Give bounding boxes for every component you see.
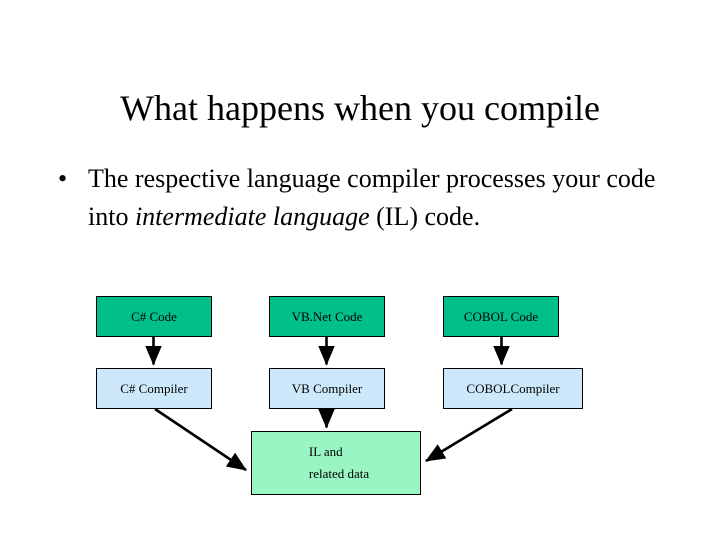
node-il-data-line1: IL and	[308, 444, 343, 459]
bullet-text-part1: The respective language compiler process…	[88, 164, 656, 231]
node-vb-compiler[interactable]: VB Compiler	[269, 368, 385, 409]
edge-csharp-compiler-to-il	[154, 407, 247, 472]
bullet-text-emphasis: intermediate language	[134, 202, 370, 231]
bullet-text-part2: (IL) code.	[369, 202, 481, 231]
node-cobol-compiler[interactable]: COBOLCompiler	[443, 368, 583, 409]
node-vbnet-code-label: VB.Net Code	[291, 309, 363, 324]
node-il-data-line2: related data	[308, 466, 370, 481]
page-title: What happens when you compile	[120, 88, 600, 129]
node-cobol-compiler-label: COBOLCompiler	[466, 381, 560, 396]
node-csharp-code[interactable]: C# Code	[96, 296, 212, 337]
node-csharp-compiler-label: C# Compiler	[120, 381, 188, 396]
node-cobol-code-label: COBOL Code	[463, 309, 539, 324]
bullet-marker-icon: •	[58, 164, 68, 193]
node-csharp-compiler[interactable]: C# Compiler	[96, 368, 212, 409]
node-csharp-code-label: C# Code	[131, 309, 177, 324]
node-il-data-label: IL and related data	[303, 441, 369, 485]
node-vb-compiler-label: VB Compiler	[291, 381, 363, 396]
node-cobol-code[interactable]: COBOL Code	[443, 296, 559, 337]
node-vbnet-code[interactable]: VB.Net Code	[269, 296, 385, 337]
bullet-list: • The respective language compiler proce…	[50, 160, 670, 236]
list-item: • The respective language compiler proce…	[50, 160, 670, 236]
edge-cobol-compiler-to-il	[425, 407, 513, 463]
node-il-data[interactable]: IL and related data	[251, 431, 421, 495]
